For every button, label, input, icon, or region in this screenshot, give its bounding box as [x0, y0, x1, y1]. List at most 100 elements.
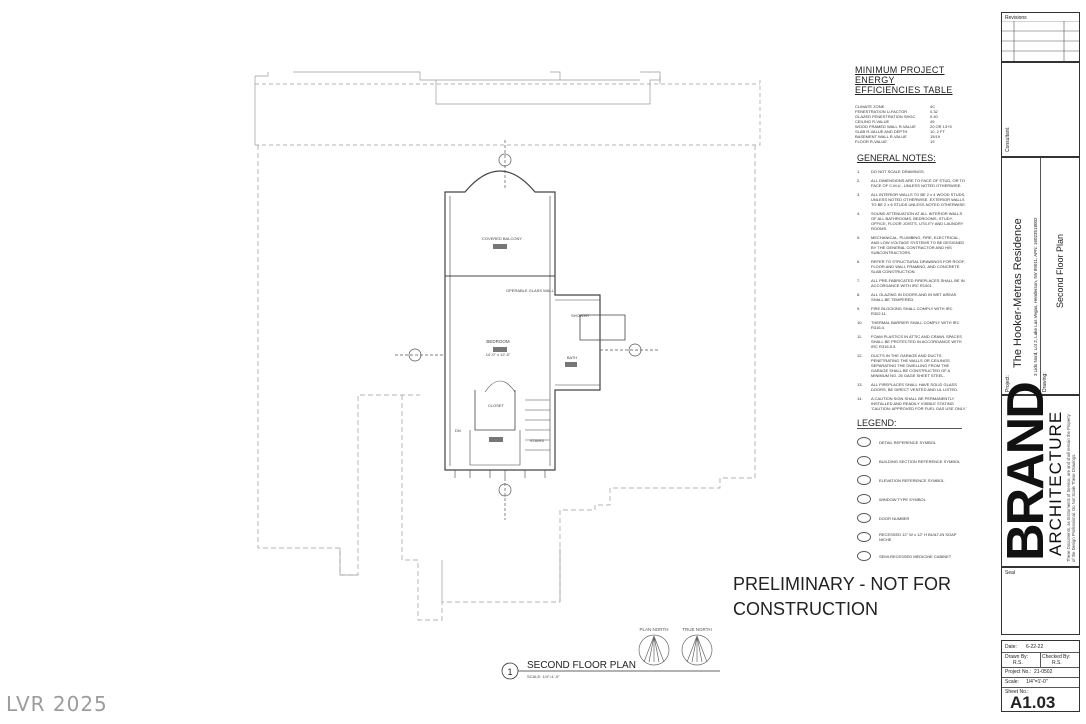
energy-row: WOOD FRAMED WALL R-VALUE 20 OR 13+5 [855, 124, 975, 129]
legend-item: RECESSED 12" W x 12" H BUILT-IN SOAP NIC… [857, 532, 962, 542]
preliminary-line-1: PRELIMINARY - NOT FOR [733, 574, 952, 594]
note-item: 11.FOAM PLASTICS IN ATTIC AND CRAWL SPAC… [857, 334, 967, 349]
energy-row-label: WOOD FRAMED WALL R-VALUE [855, 124, 916, 129]
revisions-label: Revisions [1005, 15, 1027, 21]
note-number: 3. [857, 192, 861, 197]
energy-row-value: 0.32 [930, 109, 938, 114]
project-no-label: Project No.: [1005, 669, 1032, 675]
down-label: DN [455, 428, 461, 433]
brand-box: BRAND ARCHITECTURE These Documents, as I… [997, 383, 1080, 567]
legend-symbol-icon [857, 551, 871, 561]
project-box: Project: The Hooker-Metras Residence 3 L… [1001, 157, 1080, 396]
legend-text: BUILDING SECTION REFERENCE SYMBOL [879, 458, 961, 464]
legend-text: ELEVATION REFERENCE SYMBOL [879, 477, 945, 483]
note-item: 7.ALL PRE-FABRICATED FIREPLACES SHALL BE… [857, 278, 967, 288]
bedroom-label: BEDROOM [486, 339, 510, 344]
note-text: FIRE BLOCKING SHALL COMPLY WITH IRC R302… [871, 306, 953, 316]
legend-symbol-icon [857, 532, 871, 542]
legend-text: RECESSED 12" W x 12" H BUILT-IN SOAP NIC… [879, 532, 957, 542]
revisions-grid [1002, 21, 1079, 61]
note-item: 6.REFER TO STRUCTURAL DRAWINGS FOR ROOF,… [857, 259, 967, 274]
legend-item: ELEVATION REFERENCE SYMBOL [857, 475, 962, 485]
project-address: 3 Lido Nord, Lot 2, Lake Las Vegas, Hend… [1033, 217, 1038, 376]
note-item: 1.DO NOT SCALE DRAWINGS. [857, 169, 967, 174]
project-no-value: 21-0502 [1034, 669, 1053, 675]
drawn-row: Drawn By: R.S. Checked By: R.S. [1002, 652, 1079, 668]
true-north-arrow-icon [681, 634, 713, 666]
watermark: LVR 2025 [6, 692, 108, 716]
closet-label: CLOSET [488, 403, 505, 408]
energy-row-label: SLAB R-VALUE AND DEPTH [855, 129, 908, 134]
project-name: The Hooker-Metras Residence [1012, 218, 1024, 368]
brand-subtitle: ARCHITECTURE [1046, 410, 1065, 556]
energy-row-value: 4C [930, 104, 936, 109]
preliminary-stamp: PRELIMINARY - NOT FOR CONSTRUCTION [733, 572, 951, 622]
checked-by-label: Checked By: [1042, 654, 1071, 660]
checked-by-value: R.S. [1052, 660, 1062, 666]
legend-text: WINDOW TYPE SYMBOL [879, 496, 926, 502]
energy-row-label: FENESTRATION U-FACTOR [855, 109, 908, 114]
note-text: MECHANICAL, PLUMBING, FIRE, ELECTRICAL, … [871, 235, 965, 255]
true-north-label: TRUE NORTH [682, 627, 711, 632]
scale-label: Scale: [1005, 679, 1019, 685]
legend-symbol-icon [857, 494, 871, 504]
seal-box: Seal [1001, 567, 1080, 635]
note-number: 1. [857, 169, 861, 174]
note-text: SOUND ATTENUATION AT ALL INTERIOR WALLS … [871, 211, 964, 231]
energy-row-label: CLIMATE ZONE [855, 104, 885, 109]
note-item: 9. FIRE BLOCKING SHALL COMPLY WITH IRC R3… [857, 306, 967, 316]
energy-table-title-1: MINIMUM PROJECT ENERGY [855, 65, 945, 85]
drawing-number: 1 [507, 667, 512, 677]
general-notes-list: 1.DO NOT SCALE DRAWINGS. 2.ALL DIMENSIONS… [857, 169, 967, 411]
note-item: 13.ALL FIREPLACES SHALL HAVE SOLID GLASS… [857, 382, 967, 392]
note-text: ALL PRE-FABRICATED FIREPLACES SHALL BE I… [871, 278, 965, 288]
date-value: 6-22-22 [1026, 644, 1044, 650]
shower-label: SHOWER [571, 313, 589, 318]
note-number: 14. [857, 396, 863, 401]
energy-row-value: 20 OR 13+5 [930, 124, 952, 129]
drawing-scale: SCALE: 1/4"=1'-0" [527, 674, 560, 679]
plan-north-arrow-icon [638, 634, 670, 666]
note-text: DUCTS IN THE GARAGE AND DUCTS PENETRATIN… [871, 353, 950, 378]
covered-balcony-label: COVERED BALCONY [482, 236, 522, 241]
energy-row-value: 49 [930, 119, 935, 124]
note-text: ALL INTERIOR WALLS TO BE 2 x 4 WOOD STUD… [871, 192, 966, 207]
energy-row-label: CEILING R-VALUE [855, 119, 890, 124]
consultant-label: Consultant: [1005, 126, 1011, 152]
plan-north-label: PLAN NORTH [640, 627, 669, 632]
floor-plan-drawing: COVERED BALCONY OPERABLE GLASS WALL BEDR… [254, 71, 761, 680]
note-item: 12. DUCTS IN THE GARAGE AND DUCTS PENETRA… [857, 353, 967, 378]
scale-value: 1/4"=1'-0" [1026, 679, 1048, 685]
legend-symbol-icon [857, 475, 871, 485]
legend-text: DOOR NUMBER [879, 515, 910, 521]
energy-row-value: 10, 2 FT [930, 129, 945, 134]
preliminary-line-2: CONSTRUCTION [733, 599, 878, 619]
legend-text: SEMI-RECESSED MEDICINE CABINET [879, 553, 952, 559]
legend-item: BUILDING SECTION REFERENCE SYMBOL [857, 456, 962, 466]
energy-row-label: BASEMENT WALL R-VALUE [855, 134, 907, 139]
note-number: 10. [857, 320, 863, 325]
legend-symbol-icon [857, 513, 871, 523]
note-number: 9. [857, 306, 861, 311]
note-item: 2.ALL DIMENSIONS ARE TO FACE OF STUD, OR… [857, 178, 967, 188]
legend-item: DETAIL REFERENCE SYMBOL [857, 437, 962, 447]
note-item: 8.ALL GLAZING IN DOORS AND IN WET AREAS … [857, 292, 967, 302]
sheet-row: Sheet No.: A1.03 [1002, 687, 1079, 712]
note-number: 2. [857, 178, 861, 183]
stairs-label: STAIRS [530, 438, 544, 443]
note-item: 10.THERMAL BARRIER SHALL COMPLY WITH IRC… [857, 320, 967, 330]
sheet-no-value: A1.03 [1010, 693, 1056, 712]
legend-item: DOOR NUMBER [857, 513, 962, 523]
note-number: 12. [857, 353, 863, 358]
legend-symbol-icon [857, 437, 871, 447]
date-label: Date: [1005, 644, 1017, 650]
note-number: 11. [857, 334, 863, 339]
energy-row-label: FLOOR R-VALUE [855, 139, 887, 144]
energy-table: MINIMUM PROJECT ENERGY EFFICIENCIES TABL… [855, 65, 975, 144]
legend-item: WINDOW TYPE SYMBOL [857, 494, 962, 504]
drawing-name: Second Floor Plan [1055, 233, 1065, 308]
